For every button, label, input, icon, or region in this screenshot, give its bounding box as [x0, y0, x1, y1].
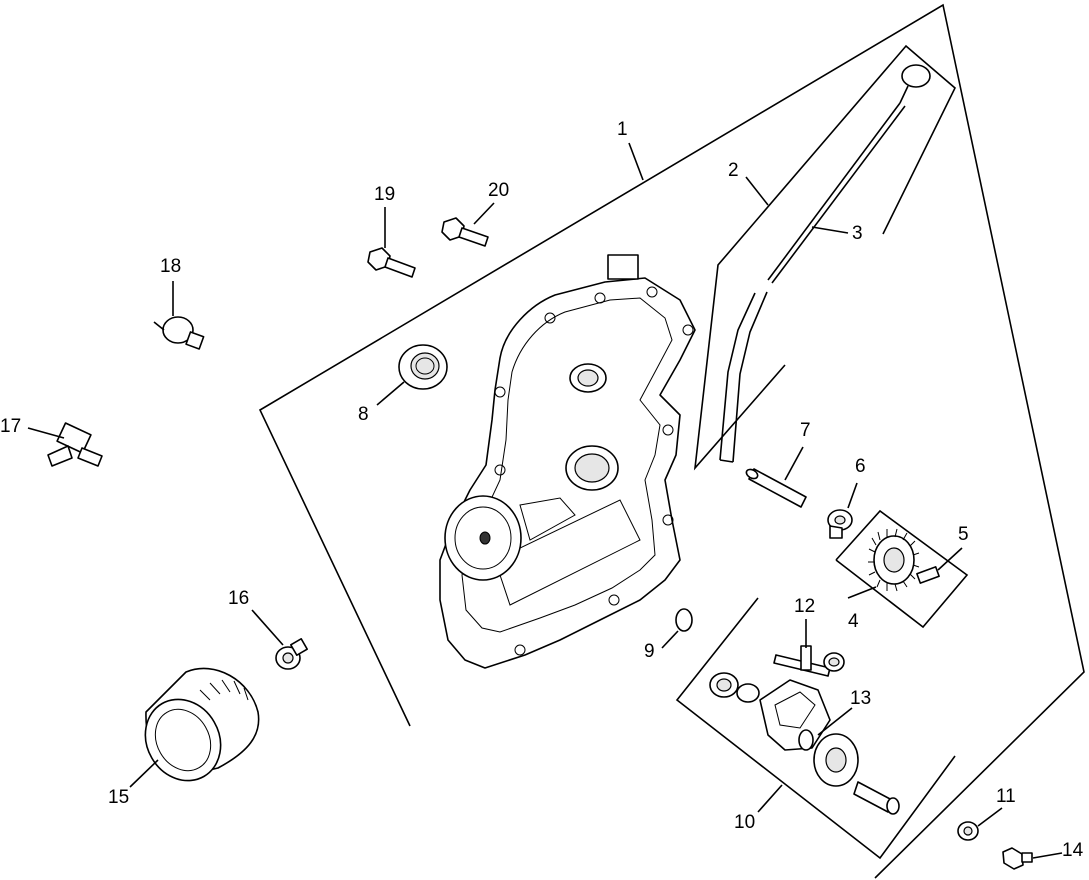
dipstick-tube	[719, 291, 768, 463]
oil-pump-group-outline	[675, 597, 956, 860]
callout-2: 2	[728, 160, 739, 181]
gear-cover-inner-floor	[494, 499, 641, 606]
callout-18: 18	[160, 256, 181, 277]
callout-13: 13	[850, 688, 871, 709]
dipstick-handle-ring	[901, 64, 931, 88]
oil-pump-o-ring	[798, 729, 814, 751]
relief-valve	[773, 645, 845, 677]
bolt-19	[367, 247, 416, 278]
gear-cover-inner-rim	[461, 297, 673, 633]
dipstick	[767, 64, 931, 284]
pipe-plug	[275, 638, 308, 670]
callout-3: 3	[852, 223, 863, 244]
oil-pump-body	[759, 679, 831, 751]
callout-11: 11	[996, 786, 1016, 807]
callout-5: 5	[958, 524, 969, 545]
oil-seal	[398, 344, 448, 390]
elbow-fitting	[47, 422, 103, 467]
gear-cover-central-boss-bore	[574, 453, 610, 483]
gear-cover-top-tab	[607, 254, 639, 280]
gear-cover-bolt-holes	[494, 286, 694, 656]
dipstick-group-outline	[693, 44, 956, 471]
cover-assembly-outline	[258, 3, 1085, 879]
callout-16: 16	[228, 588, 249, 609]
dipstick-tube-outer	[719, 292, 756, 461]
oil-filter-end	[144, 698, 222, 782]
callout-15: 15	[108, 787, 129, 808]
gear-group-outline	[835, 509, 969, 629]
governor-shaft	[745, 468, 807, 508]
dipstick-tube-inner	[732, 291, 768, 463]
oil-pump-bolt	[853, 781, 893, 813]
callout-12: 12	[794, 596, 815, 617]
o-ring	[675, 608, 693, 632]
gear-cover-upper-boss-bore	[577, 369, 599, 387]
oil-filter	[144, 667, 260, 782]
oil-pump-rotor-inner	[736, 683, 760, 703]
bolt-20	[441, 217, 489, 247]
callout-19: 19	[374, 184, 395, 205]
gear-cover	[439, 254, 696, 669]
callout-6: 6	[855, 456, 866, 477]
callout-9: 9	[644, 641, 655, 662]
callout-20: 20	[488, 180, 509, 201]
callout-1: 1	[617, 119, 628, 140]
drain-washer	[957, 821, 979, 841]
oil-pump-assembly	[709, 672, 900, 815]
leader-lines	[27, 142, 1063, 859]
drain-plug	[1002, 847, 1033, 870]
oil-pressure-switch	[153, 316, 205, 350]
callout-labels: 1 2 3 4 5 6 7 8 9 10 11 12 13 14 15 16 1…	[0, 119, 1084, 861]
gear-cover-crank-boss-center	[479, 531, 491, 545]
group-outlines	[258, 3, 1085, 879]
gear-cover-rib	[519, 497, 576, 541]
callout-14: 14	[1062, 840, 1084, 861]
gear-pin	[916, 566, 940, 584]
callout-8: 8	[358, 404, 369, 425]
governor-clip	[827, 509, 853, 539]
callout-10: 10	[734, 812, 755, 833]
callout-17: 17	[0, 416, 21, 437]
governor-gear	[868, 528, 920, 592]
callout-4: 4	[848, 611, 859, 632]
gear-cover-crank-boss-rim	[454, 506, 512, 570]
callout-7: 7	[800, 420, 811, 441]
